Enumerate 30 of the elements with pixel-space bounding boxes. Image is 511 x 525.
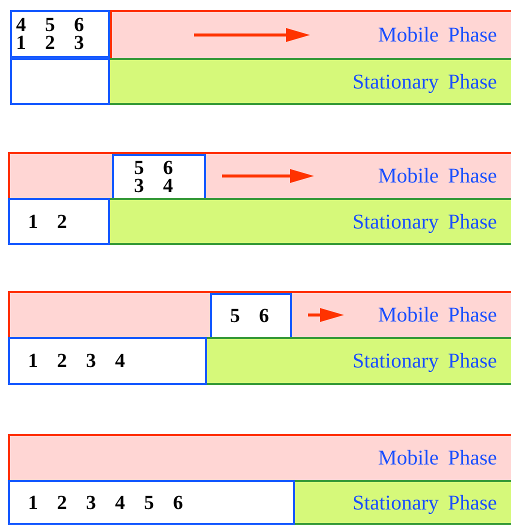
- component-numbers: 1 2 3: [16, 34, 84, 52]
- sample-zone-box: [8, 480, 295, 525]
- component-numbers: 4 5 6: [16, 16, 84, 34]
- mobile-phase-band: [110, 10, 511, 58]
- mobile-phase-label: Mobile Phase: [378, 446, 497, 470]
- sample-zone-box: [210, 293, 292, 339]
- stationary-phase-label: Stationary Phase: [352, 69, 497, 94]
- mobile-phase-label: Mobile Phase: [378, 302, 497, 328]
- component-numbers: 1 2 3 4 5 6: [28, 494, 183, 512]
- stationary-phase-band: [110, 198, 511, 245]
- component-numbers: 1 2 3 4: [28, 352, 125, 370]
- stationary-phase-band: [110, 58, 511, 105]
- mobile-phase-band: [8, 434, 511, 480]
- stationary-phase-label: Stationary Phase: [352, 348, 497, 374]
- component-numbers: 5 6: [230, 307, 269, 325]
- mobile-phase-band: [8, 152, 511, 198]
- stationary-phase-band: [295, 480, 511, 525]
- stationary-phase-label: Stationary Phase: [352, 490, 497, 515]
- component-numbers: 1 2: [28, 212, 67, 230]
- sample-zone-box: [112, 154, 206, 200]
- mobile-phase-band: [8, 291, 511, 337]
- mobile-phase-label: Mobile Phase: [378, 22, 497, 48]
- stationary-phase-label: Stationary Phase: [352, 209, 497, 234]
- sample-zone-box: [10, 10, 110, 58]
- mobile-phase-label: Mobile Phase: [378, 164, 497, 188]
- stationary-phase-band: [207, 337, 511, 385]
- sample-zone-box: [8, 337, 207, 385]
- sample-zone-box: [8, 198, 110, 245]
- component-numbers: 5 6: [134, 159, 173, 177]
- component-numbers: 3 4: [134, 177, 173, 195]
